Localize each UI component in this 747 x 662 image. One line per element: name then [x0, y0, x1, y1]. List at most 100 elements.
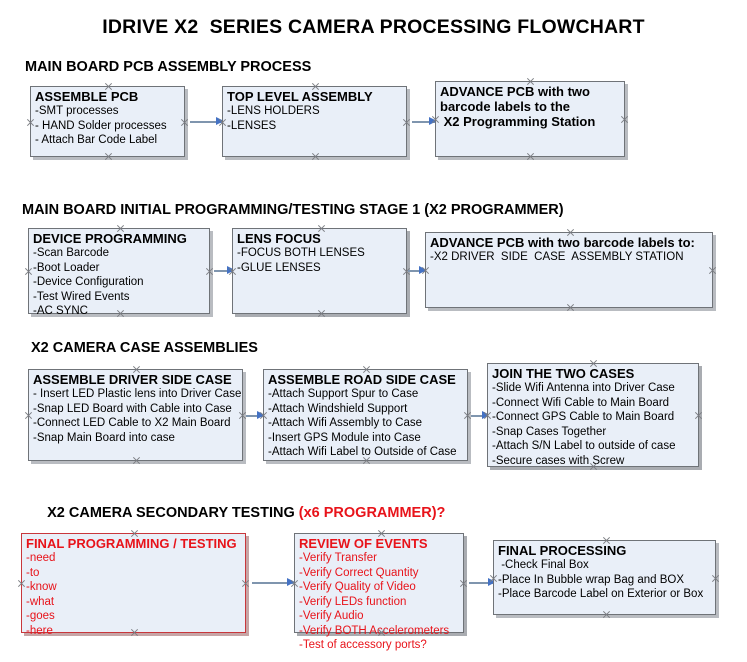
handle-right[interactable] — [708, 266, 717, 275]
node-item: -Verify LEDs function — [299, 595, 407, 608]
arrow-review-to-final-processing — [469, 578, 496, 587]
node-item: -Boot Loader — [33, 261, 100, 274]
node-title: FINAL PROCESSING — [498, 543, 627, 558]
node-item-overflow: -Test of accessory ports? — [299, 639, 427, 651]
node-item: -Verify BOTH Accelerometers — [299, 624, 450, 637]
handle-bottom[interactable] — [602, 610, 611, 619]
handle-bottom[interactable] — [526, 152, 535, 161]
node-final-programming-testing[interactable]: FINAL PROGRAMMING / TESTING -need -to -k… — [21, 533, 246, 637]
node-item: -Device Configuration — [33, 276, 144, 288]
handle-right[interactable] — [459, 579, 468, 588]
handle-right[interactable] — [402, 118, 411, 127]
node-final-processing[interactable]: FINAL PROCESSING -Check Final Box -Place… — [493, 540, 716, 615]
node-title-line2: barcode labels to the — [440, 99, 571, 114]
node-lens-focus[interactable]: LENS FOCUS -FOCUS BOTH LENSES -GLUE LENS… — [232, 228, 407, 314]
node-advance-pcb-driver-side[interactable]: ADVANCE PCB with two barcode labels to: … — [425, 232, 713, 308]
node-assemble-road-side-case[interactable]: ASSEMBLE ROAD SIDE CASE -Attach Support … — [263, 369, 468, 461]
node-item: -Scan Barcode — [33, 247, 110, 259]
handle-right[interactable] — [241, 579, 250, 588]
arrow-pcb-to-toplevel — [190, 117, 224, 126]
handle-right[interactable] — [180, 118, 189, 127]
node-item: -Secure cases with Screw — [492, 454, 625, 467]
node-item: -Verify Quality of Video — [299, 581, 416, 593]
node-item: -Place Barcode Label on Exterior or Box — [498, 588, 704, 600]
handle-bottom[interactable] — [566, 303, 575, 312]
node-title: REVIEW OF EVENTS — [299, 536, 428, 551]
node-item: -Snap Main Board into case — [33, 431, 175, 444]
node-title: ADVANCE PCB with two — [440, 84, 590, 99]
arrow-toplevel-to-advance — [412, 117, 437, 126]
page-title: IDRIVE X2 SERIES CAMERA PROCESSING FLOWC… — [102, 16, 645, 38]
node-item: -know — [26, 581, 57, 593]
node-item: -Verify Correct Quantity — [299, 566, 419, 579]
handle-bottom[interactable] — [317, 309, 326, 318]
node-title: FINAL PROGRAMMING / TESTING — [26, 536, 237, 551]
arrow-road-to-join-cases — [471, 411, 490, 420]
node-title: ASSEMBLE ROAD SIDE CASE — [268, 372, 456, 387]
node-item: -Attach S/N Label to outside of case — [492, 440, 676, 452]
handle-bottom[interactable] — [311, 152, 320, 161]
handle-right[interactable] — [620, 115, 629, 124]
section-heading-2: MAIN BOARD INITIAL PROGRAMMING/TESTING S… — [22, 202, 564, 218]
node-assemble-pcb[interactable]: ASSEMBLE PCB -SMT processes - HAND Solde… — [30, 86, 185, 157]
node-title: ASSEMBLE PCB — [35, 89, 139, 104]
handle-left[interactable] — [26, 118, 35, 127]
handle-bottom[interactable] — [104, 152, 113, 161]
node-item: -Verify Audio — [299, 610, 364, 622]
node-device-programming[interactable]: DEVICE PROGRAMMING -Scan Barcode -Boot L… — [28, 228, 210, 317]
node-item: -Snap Cases Together — [492, 425, 607, 438]
node-item: -Slide Wifi Antenna into Driver Case — [492, 382, 675, 394]
node-item: -GLUE LENSES — [237, 261, 321, 274]
node-top-level-assembly[interactable]: TOP LEVEL ASSEMBLY -LENS HOLDERS -LENSES — [222, 86, 407, 157]
handle-left[interactable] — [24, 411, 33, 420]
node-item: - Insert LED Plastic lens into Driver Ca… — [33, 388, 242, 400]
node-item: -LENSES — [227, 119, 277, 132]
section-heading-4-accent: (x6 PROGRAMMER)? — [298, 505, 446, 521]
node-item: -Attach Wifi Label to Outside of Case — [268, 446, 457, 458]
node-item: -Connect LED Cable to X2 Main Board — [33, 417, 231, 429]
node-item: -SMT processes — [35, 105, 119, 117]
arrow-device-to-lensfocus — [214, 266, 235, 275]
node-item: -to — [26, 566, 40, 579]
node-item: -LENS HOLDERS — [227, 105, 320, 117]
handle-right[interactable] — [694, 411, 703, 420]
handle-left[interactable] — [24, 267, 33, 276]
arrow-lensfocus-to-advance — [408, 266, 427, 275]
node-item: -Attach Wifi Assembly to Case — [268, 417, 423, 429]
node-item: -Verify Transfer — [299, 552, 377, 564]
node-advance-pcb-programming-station[interactable]: ADVANCE PCB with two barcode labels to t… — [435, 81, 625, 157]
node-assemble-driver-side-case[interactable]: ASSEMBLE DRIVER SIDE CASE - Insert LED P… — [28, 369, 243, 461]
node-item: -X2 DRIVER SIDE CASE ASSEMBLY STATION — [430, 251, 684, 263]
node-item: -Test Wired Events — [33, 290, 130, 303]
section-heading-4-text: X2 CAMERA SECONDARY TESTING — [47, 505, 299, 521]
handle-left[interactable] — [17, 579, 26, 588]
arrow-finalprog-to-review — [252, 578, 295, 587]
node-review-of-events[interactable]: REVIEW OF EVENTS -Verify Transfer -Verif… — [294, 533, 464, 651]
node-item: -Attach Windshield Support — [268, 402, 408, 415]
node-item: - HAND Solder processes — [35, 119, 167, 132]
section-heading-1: MAIN BOARD PCB ASSEMBLY PROCESS — [25, 59, 312, 75]
handle-right[interactable] — [711, 574, 720, 583]
arrow-driver-to-road-case — [246, 411, 265, 420]
node-item: -Snap LED Board with Cable into Case — [33, 402, 232, 415]
node-item: -AC SYNC — [33, 305, 88, 317]
node-join-the-two-cases[interactable]: JOIN THE TWO CASES -Slide Wifi Antenna i… — [487, 363, 699, 467]
node-item: -Attach Support Spur to Case — [268, 388, 419, 400]
section-heading-3: X2 CAMERA CASE ASSEMBLIES — [31, 340, 258, 356]
node-item: -what — [26, 595, 55, 608]
node-title: ASSEMBLE DRIVER SIDE CASE — [33, 372, 232, 387]
node-item: -need — [26, 552, 56, 564]
node-item: -Connect Wifi Cable to Main Board — [492, 396, 670, 409]
node-item: -Connect GPS Cable to Main Board — [492, 411, 675, 423]
node-item: -Insert GPS Module into Case — [268, 431, 421, 444]
node-item: -goes — [26, 610, 55, 622]
node-item: -FOCUS BOTH LENSES — [237, 247, 365, 259]
handle-right[interactable] — [205, 267, 214, 276]
handle-bottom[interactable] — [132, 456, 141, 465]
node-item: -Place In Bubble wrap Bag and BOX — [498, 573, 685, 586]
node-title: JOIN THE TWO CASES — [492, 366, 635, 381]
node-item: - Attach Bar Code Label — [35, 134, 158, 146]
node-title: ADVANCE PCB with two barcode labels to: — [430, 235, 695, 250]
node-title-line3: X2 Programming Station — [440, 114, 596, 129]
